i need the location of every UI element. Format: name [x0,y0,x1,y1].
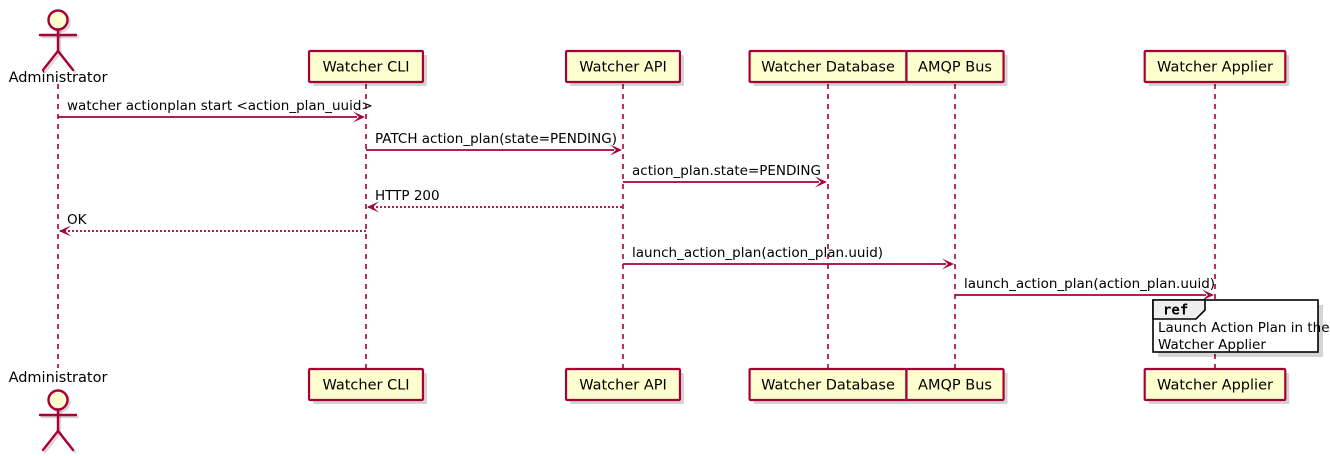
message-msg-6: launch_action_plan(action_plan.uuid) [623,245,954,270]
participant-watcher-database[interactable]: Watcher Database [748,49,911,86]
participant-watcher-api[interactable]: Watcher API [564,367,684,404]
participant-label-watcher-cli: Watcher CLI [322,378,409,394]
participants-top-layer: Administrator Watcher CLI Watcher API Watch… [9,9,1290,87]
message-arrowhead [942,258,954,270]
message-msg-5: OK [59,212,366,237]
participant-label-watcher-database: Watcher Database [761,378,895,394]
participant-label-watcher-applier: Watcher Applier [1157,60,1273,76]
participant-label-watcher-applier: Watcher Applier [1157,378,1273,394]
message-msg-1: watcher actionplan start <action_plan_uu… [58,98,373,123]
participant-watcher-api[interactable]: Watcher API [564,49,684,86]
message-msg-7: launch_action_plan(action_plan.uuid) [955,276,1215,301]
participant-label-watcher-api: Watcher API [579,60,667,76]
message-msg-4: HTTP 200 [367,188,623,213]
message-arrowhead [610,144,622,156]
message-label: action_plan.state=PENDING [632,163,821,179]
participant-administrator[interactable]: Administrator [9,9,108,87]
participant-amqp-bus[interactable]: AMQP Bus [905,49,1008,86]
participant-label-administrator: Administrator [9,70,108,86]
participant-label-watcher-api: Watcher API [579,378,667,394]
message-label: launch_action_plan(action_plan.uuid) [964,276,1215,292]
participant-watcher-applier[interactable]: Watcher Applier [1143,367,1290,404]
message-arrowhead [353,111,365,123]
message-label: launch_action_plan(action_plan.uuid) [632,245,883,261]
ref-body-line: Watcher Applier [1158,337,1266,353]
participant-label-amqp-bus: AMQP Bus [918,378,992,394]
participant-watcher-cli[interactable]: Watcher CLI [307,49,427,86]
message-msg-2: PATCH action_plan(state=PENDING) [366,131,622,156]
participant-label-amqp-bus: AMQP Bus [918,60,992,76]
participant-amqp-bus[interactable]: AMQP Bus [905,367,1008,404]
participant-administrator[interactable]: Administrator [9,370,108,454]
participant-label-administrator: Administrator [9,370,108,386]
messages-layer: watcher actionplan start <action_plan_uu… [58,98,1215,301]
ref-body-line: Launch Action Plan in the [1158,320,1330,336]
participant-watcher-database[interactable]: Watcher Database [748,367,911,404]
lifelines-layer [57,84,1216,368]
message-msg-3: action_plan.state=PENDING [623,163,827,188]
ref-tab [1152,299,1206,320]
participant-label-watcher-cli: Watcher CLI [322,60,409,76]
participant-label-watcher-database: Watcher Database [761,60,895,76]
participant-watcher-applier[interactable]: Watcher Applier [1143,49,1290,86]
participant-watcher-cli[interactable]: Watcher CLI [307,367,427,404]
message-label: PATCH action_plan(state=PENDING) [375,131,617,147]
message-label: HTTP 200 [375,188,440,204]
message-arrowhead [59,225,71,237]
message-label: OK [67,212,88,228]
message-arrowhead [1202,289,1214,301]
message-arrowhead [815,176,827,188]
message-arrowhead [367,201,379,213]
ref-tab-label: ref [1163,303,1188,319]
message-label: watcher actionplan start <action_plan_uu… [67,98,373,114]
